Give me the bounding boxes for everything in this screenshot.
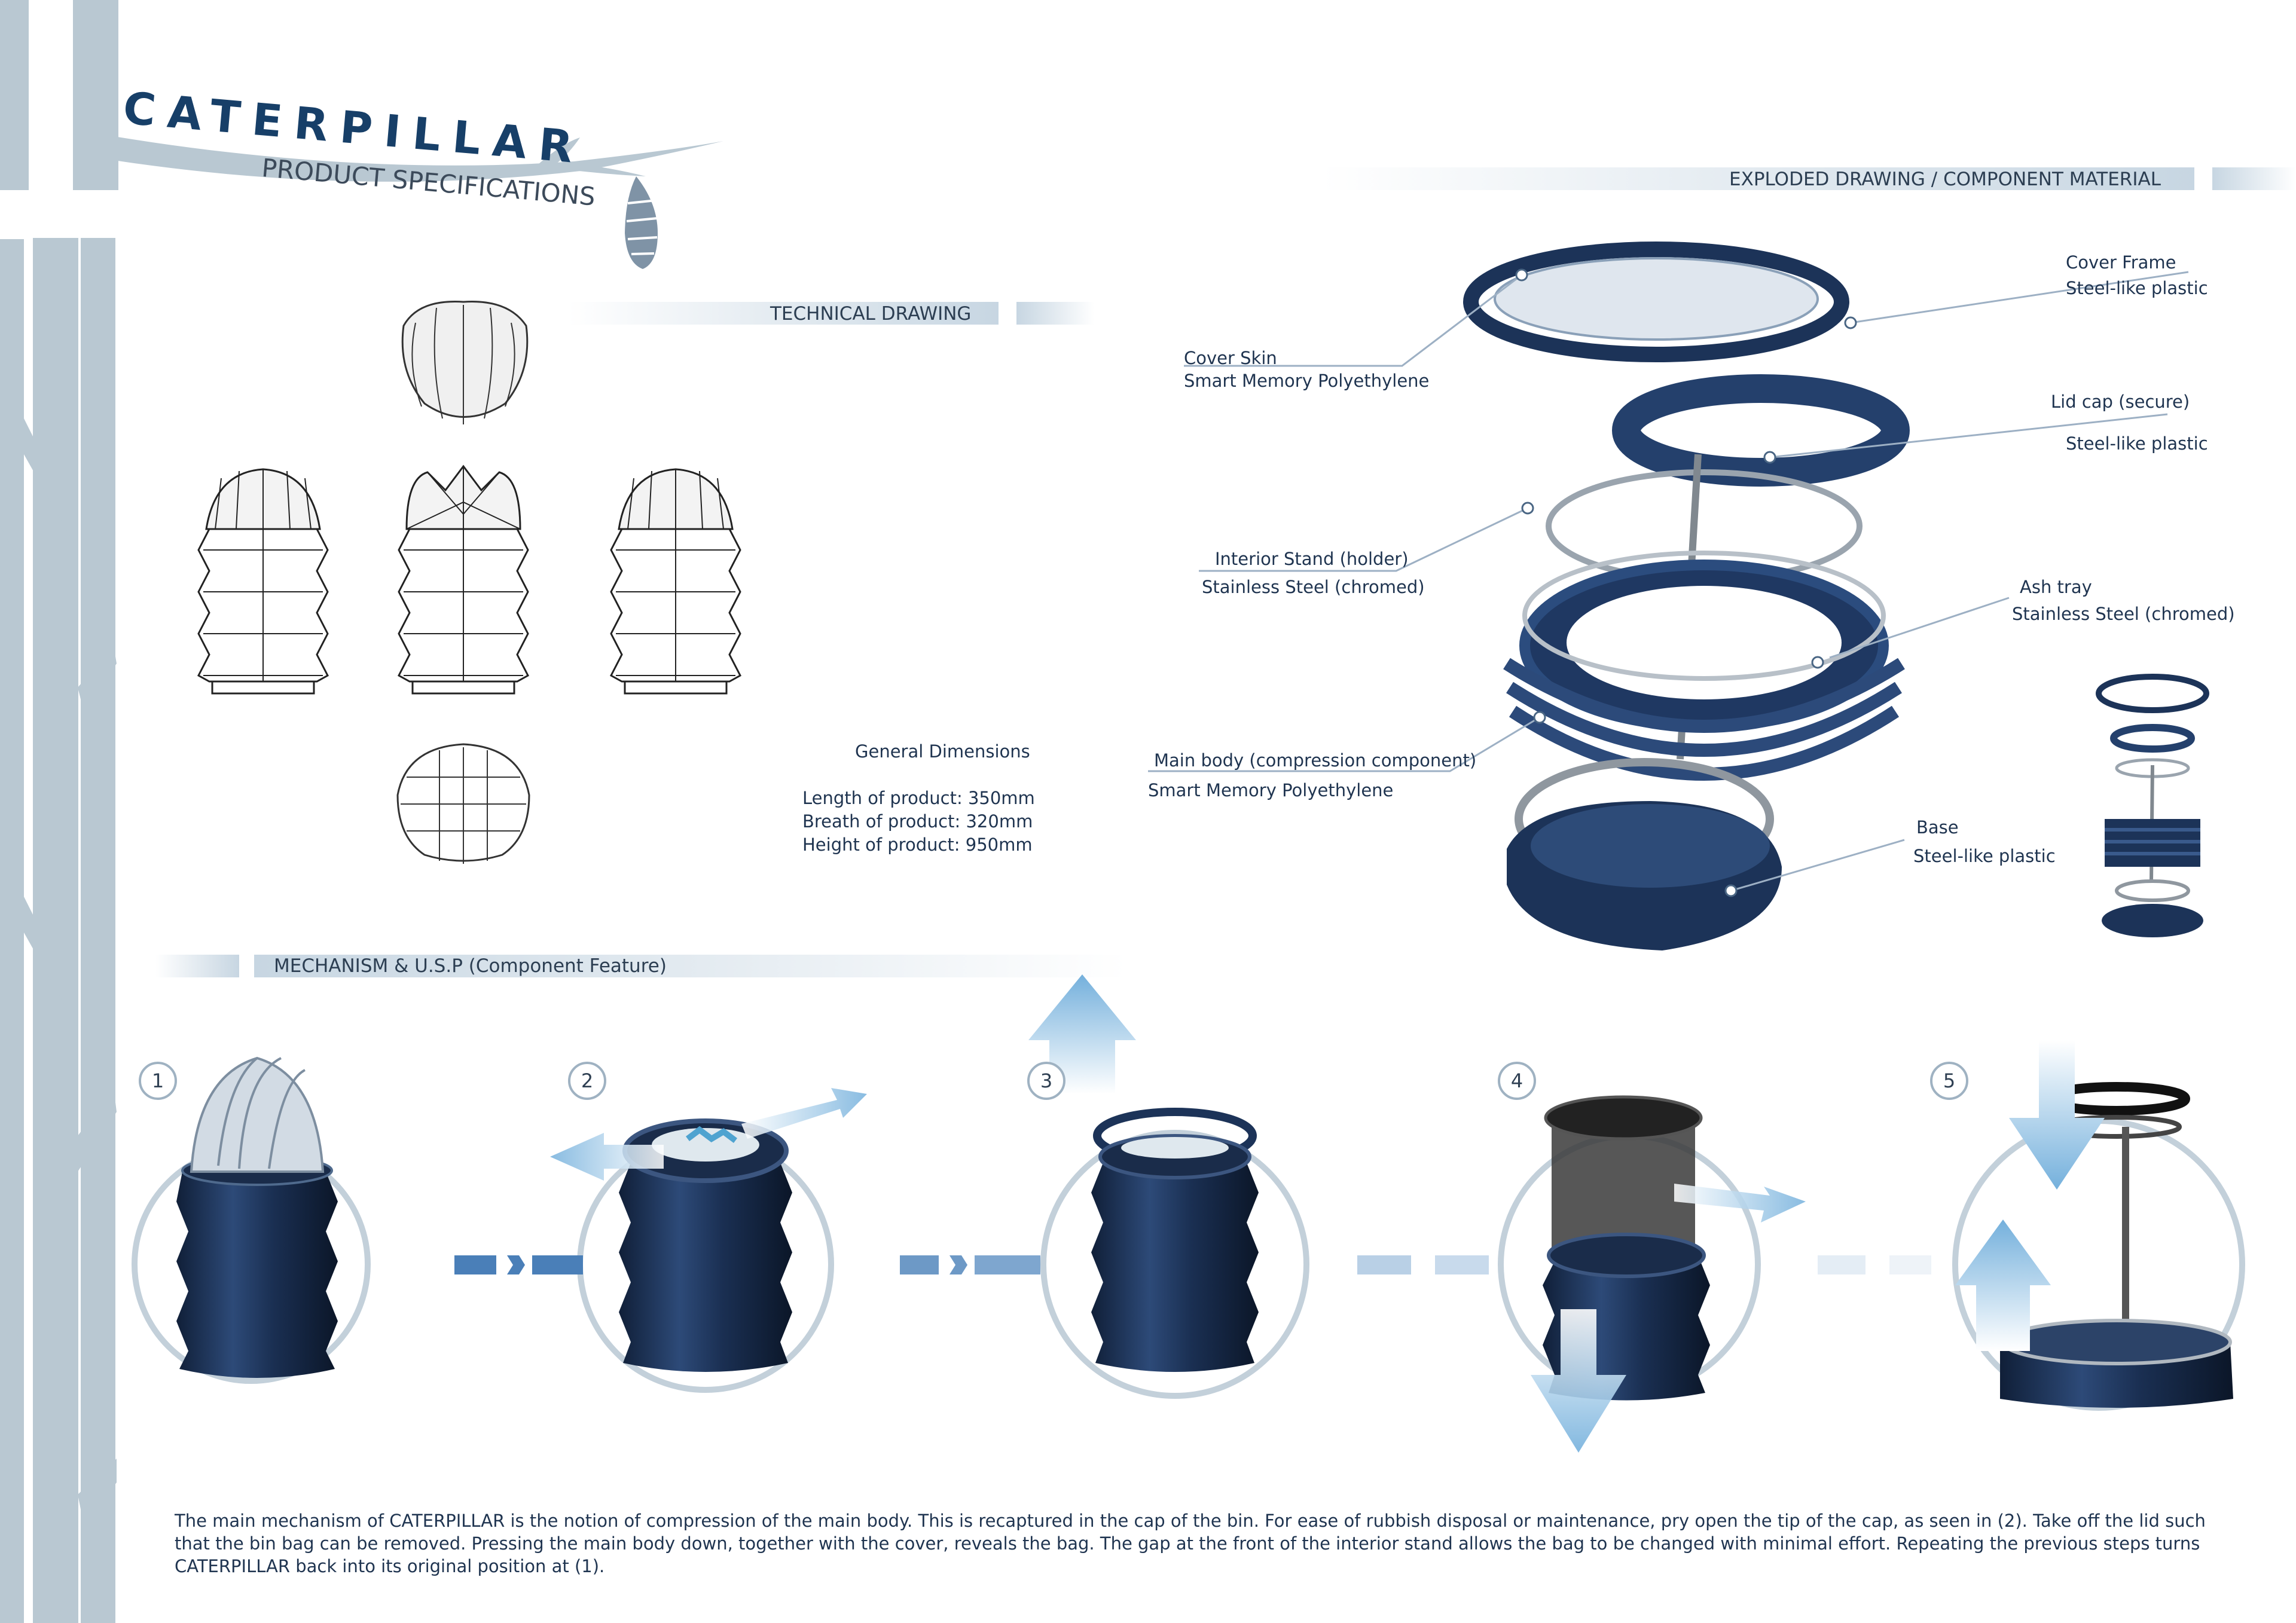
component-main-body-material: Smart Memory Polyethylene	[1148, 780, 1394, 800]
component-cover-skin-material: Smart Memory Polyethylene	[1184, 371, 1430, 391]
mechanism-description: The main mechanism of CATERPILLAR is the…	[175, 1511, 2206, 1576]
step-2-badge: 2	[568, 1062, 606, 1100]
step-4-badge: 4	[1498, 1062, 1536, 1100]
component-main-body-name: Main body (compression component)	[1154, 750, 1477, 771]
component-ash-tray-material: Stainless Steel (chromed)	[2012, 604, 2235, 624]
component-base-material: Steel-like plastic	[1913, 846, 2056, 866]
dimensions-heading: General Dimensions	[855, 741, 1030, 762]
component-interior-stand-name: Interior Stand (holder)	[1215, 549, 1409, 569]
component-cover-skin-name: Cover Skin	[1184, 348, 1277, 368]
section-exploded-drawing: EXPLODED DRAWING / COMPONENT MATERIAL	[1729, 169, 2161, 190]
component-lid-cap-material: Steel-like plastic	[2066, 433, 2208, 454]
component-cover-frame-name: Cover Frame	[2066, 252, 2176, 273]
step-3-badge: 3	[1027, 1062, 1065, 1100]
component-ash-tray-name: Ash tray	[2020, 577, 2092, 597]
step-5-badge: 5	[1930, 1062, 1968, 1100]
component-base-name: Base	[1916, 817, 1959, 838]
dimension-height: Height of product: 950mm	[802, 835, 1033, 855]
dimension-breath: Breath of product: 320mm	[802, 811, 1033, 832]
component-lid-cap-name: Lid cap (secure)	[2051, 392, 2190, 412]
dimension-length: Length of product: 350mm	[802, 788, 1035, 808]
component-cover-frame-material: Steel-like plastic	[2066, 278, 2208, 298]
component-interior-stand-material: Stainless Steel (chromed)	[1202, 577, 1425, 597]
section-mechanism: MECHANISM & U.S.P (Component Feature)	[274, 955, 667, 977]
section-technical-drawing: TECHNICAL DRAWING	[770, 303, 972, 325]
step-1-badge: 1	[139, 1062, 177, 1100]
